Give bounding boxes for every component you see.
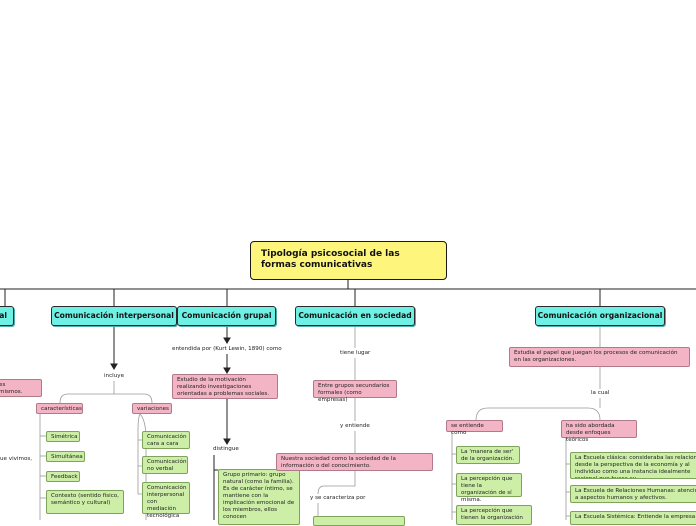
left-fragment-label: ue vivimos,: [0, 456, 33, 462]
root-topic[interactable]: Tipología psicosocial de las formas comu…: [250, 241, 447, 280]
node-no-verbal[interactable]: Comunicación no verbal: [142, 456, 188, 474]
node-sociedad-caracteristica[interactable]: [313, 516, 405, 526]
node-variaciones[interactable]: variaciones: [132, 403, 172, 414]
topic-comunicacion-grupal[interactable]: Comunicación grupal: [177, 306, 276, 326]
topic-left-cut[interactable]: al: [0, 306, 14, 326]
node-se-entiende-como[interactable]: se entiende como: [446, 420, 503, 436]
node-feedback[interactable]: Feedback: [46, 471, 80, 482]
left-fragment-node[interactable]: es mismos.: [0, 379, 42, 397]
root-title: Tipología psicosocial de las formas comu…: [261, 249, 400, 270]
topic-sociedad-label: Comunicación en sociedad: [298, 311, 412, 320]
label-se-caracteriza: y se caracteriza por: [310, 495, 366, 501]
node-grupos-secundarios[interactable]: Entre grupos secundarios formales (como …: [313, 380, 397, 403]
node-estudia-papel[interactable]: Estudia el papel que juegan los procesos…: [509, 347, 690, 367]
node-simultanea[interactable]: Simultánea: [46, 451, 85, 462]
node-manera-de-ser[interactable]: La 'manera de ser' de la organización.: [456, 446, 520, 464]
node-percepcion-organizacion[interactable]: La percepción que tienen la organización: [456, 505, 532, 525]
node-cara-a-cara[interactable]: Comunicación cara a cara: [142, 431, 190, 449]
node-contexto[interactable]: Contexto (sentido físico, semántico y cu…: [46, 490, 124, 514]
label-entendida-por: entendida por (Kurt Lewin, 1890) como: [172, 346, 282, 352]
node-estudio-motivacion[interactable]: Estudio de la motivación realizando inve…: [172, 374, 278, 399]
label-tiene-lugar: tiene lugar: [340, 350, 371, 356]
node-mediacion-tecnologica[interactable]: Comunicación interpersonal con mediación…: [142, 482, 190, 519]
topic-interpersonal-label: Comunicación interpersonal: [54, 311, 174, 320]
node-escuela-relaciones-humanas[interactable]: La Escuela de Relaciones Humanas: atenci…: [570, 485, 696, 503]
topic-comunicacion-organizacional[interactable]: Comunicación organizacional: [535, 306, 665, 326]
node-enfoques-teoricos[interactable]: ha sido abordada desde enfoques teóricos: [561, 420, 637, 443]
node-grupo-primario[interactable]: Grupo primario: grupo natural (como la f…: [218, 469, 300, 525]
node-escuela-sistemica[interactable]: La Escuela Sistémica: Entiende la empres…: [570, 511, 696, 525]
topic-comunicacion-interpersonal[interactable]: Comunicación interpersonal: [51, 306, 177, 326]
topic-comunicacion-sociedad[interactable]: Comunicación en sociedad: [295, 306, 415, 326]
node-percepcion-si-misma[interactable]: La percepción que tiene la organización …: [456, 473, 522, 503]
label-la-cual: la cual: [591, 390, 610, 396]
topic-organizacional-label: Comunicación organizacional: [537, 311, 663, 320]
node-simetrica[interactable]: Simétrica: [46, 431, 80, 442]
node-caracteristicas[interactable]: características: [36, 403, 83, 414]
node-sociedad-informacion[interactable]: Nuestra sociedad como la sociedad de la …: [276, 453, 433, 471]
node-escuela-clasica[interactable]: La Escuela clásica: consideraba las rela…: [570, 452, 696, 479]
label-incluye: incluye: [104, 373, 125, 379]
topic-left-cut-label: al: [0, 311, 7, 320]
topic-grupal-label: Comunicación grupal: [181, 311, 272, 320]
label-distingue: distingue: [213, 446, 239, 452]
label-y-entiende: y entiende: [340, 423, 370, 429]
